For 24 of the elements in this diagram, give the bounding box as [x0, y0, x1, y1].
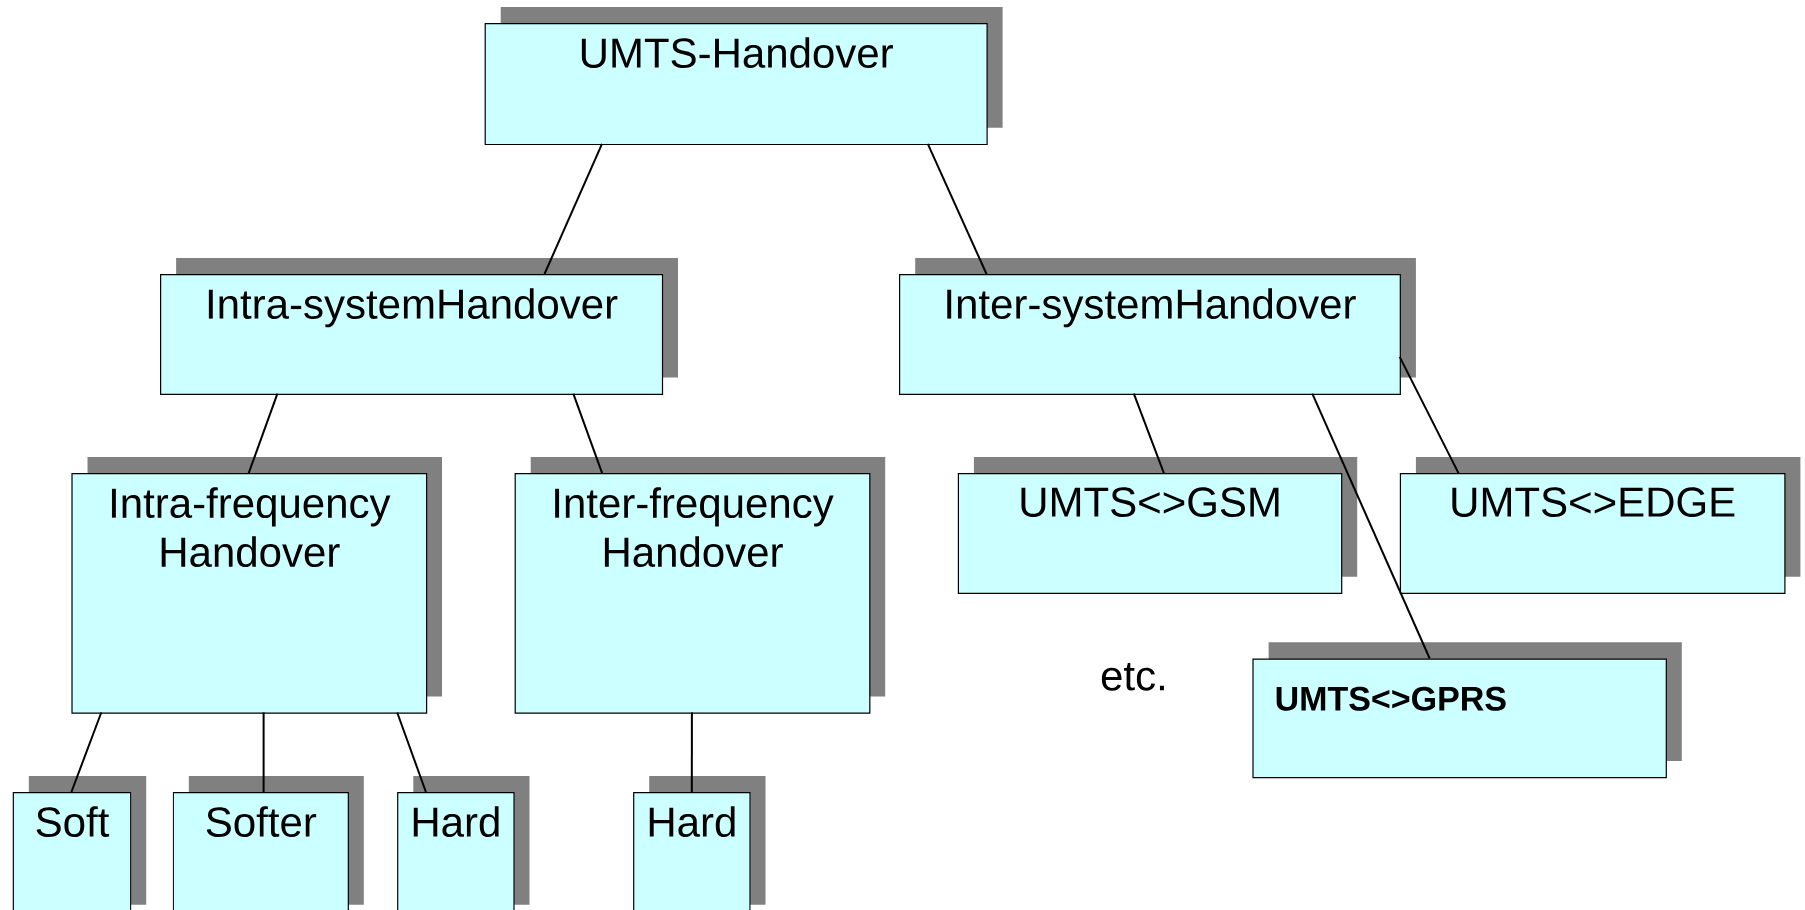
- box: Hard: [397, 775, 530, 910]
- box: Softer: [172, 775, 364, 910]
- box: UMTS<>EDGE: [1399, 457, 1801, 594]
- box: UMTS<>GSM: [957, 457, 1358, 594]
- connector-line: [926, 142, 988, 275]
- box: Intra-systemHandover: [160, 257, 678, 395]
- box: Hard: [633, 775, 766, 910]
- connector-line: [1132, 392, 1165, 475]
- connector-line: [396, 711, 427, 793]
- connector-line: [262, 711, 265, 793]
- box: Inter-systemHandover: [899, 257, 1416, 395]
- box: Soft: [12, 775, 147, 910]
- connector-line: [690, 711, 693, 793]
- box: UMTS-Handover: [484, 6, 1003, 146]
- box: Intra-frequency Handover: [71, 457, 442, 714]
- connector-line: [1311, 392, 1431, 660]
- box: UMTS<>GPRS: [1252, 642, 1682, 779]
- box: Inter-frequency Handover: [514, 457, 886, 714]
- connector-line: [1398, 355, 1460, 475]
- connector-line: [543, 142, 603, 275]
- connector-line: [247, 392, 279, 475]
- connector-line: [572, 392, 604, 475]
- note-text: etc.: [1101, 663, 1164, 691]
- connector-line: [70, 711, 103, 793]
